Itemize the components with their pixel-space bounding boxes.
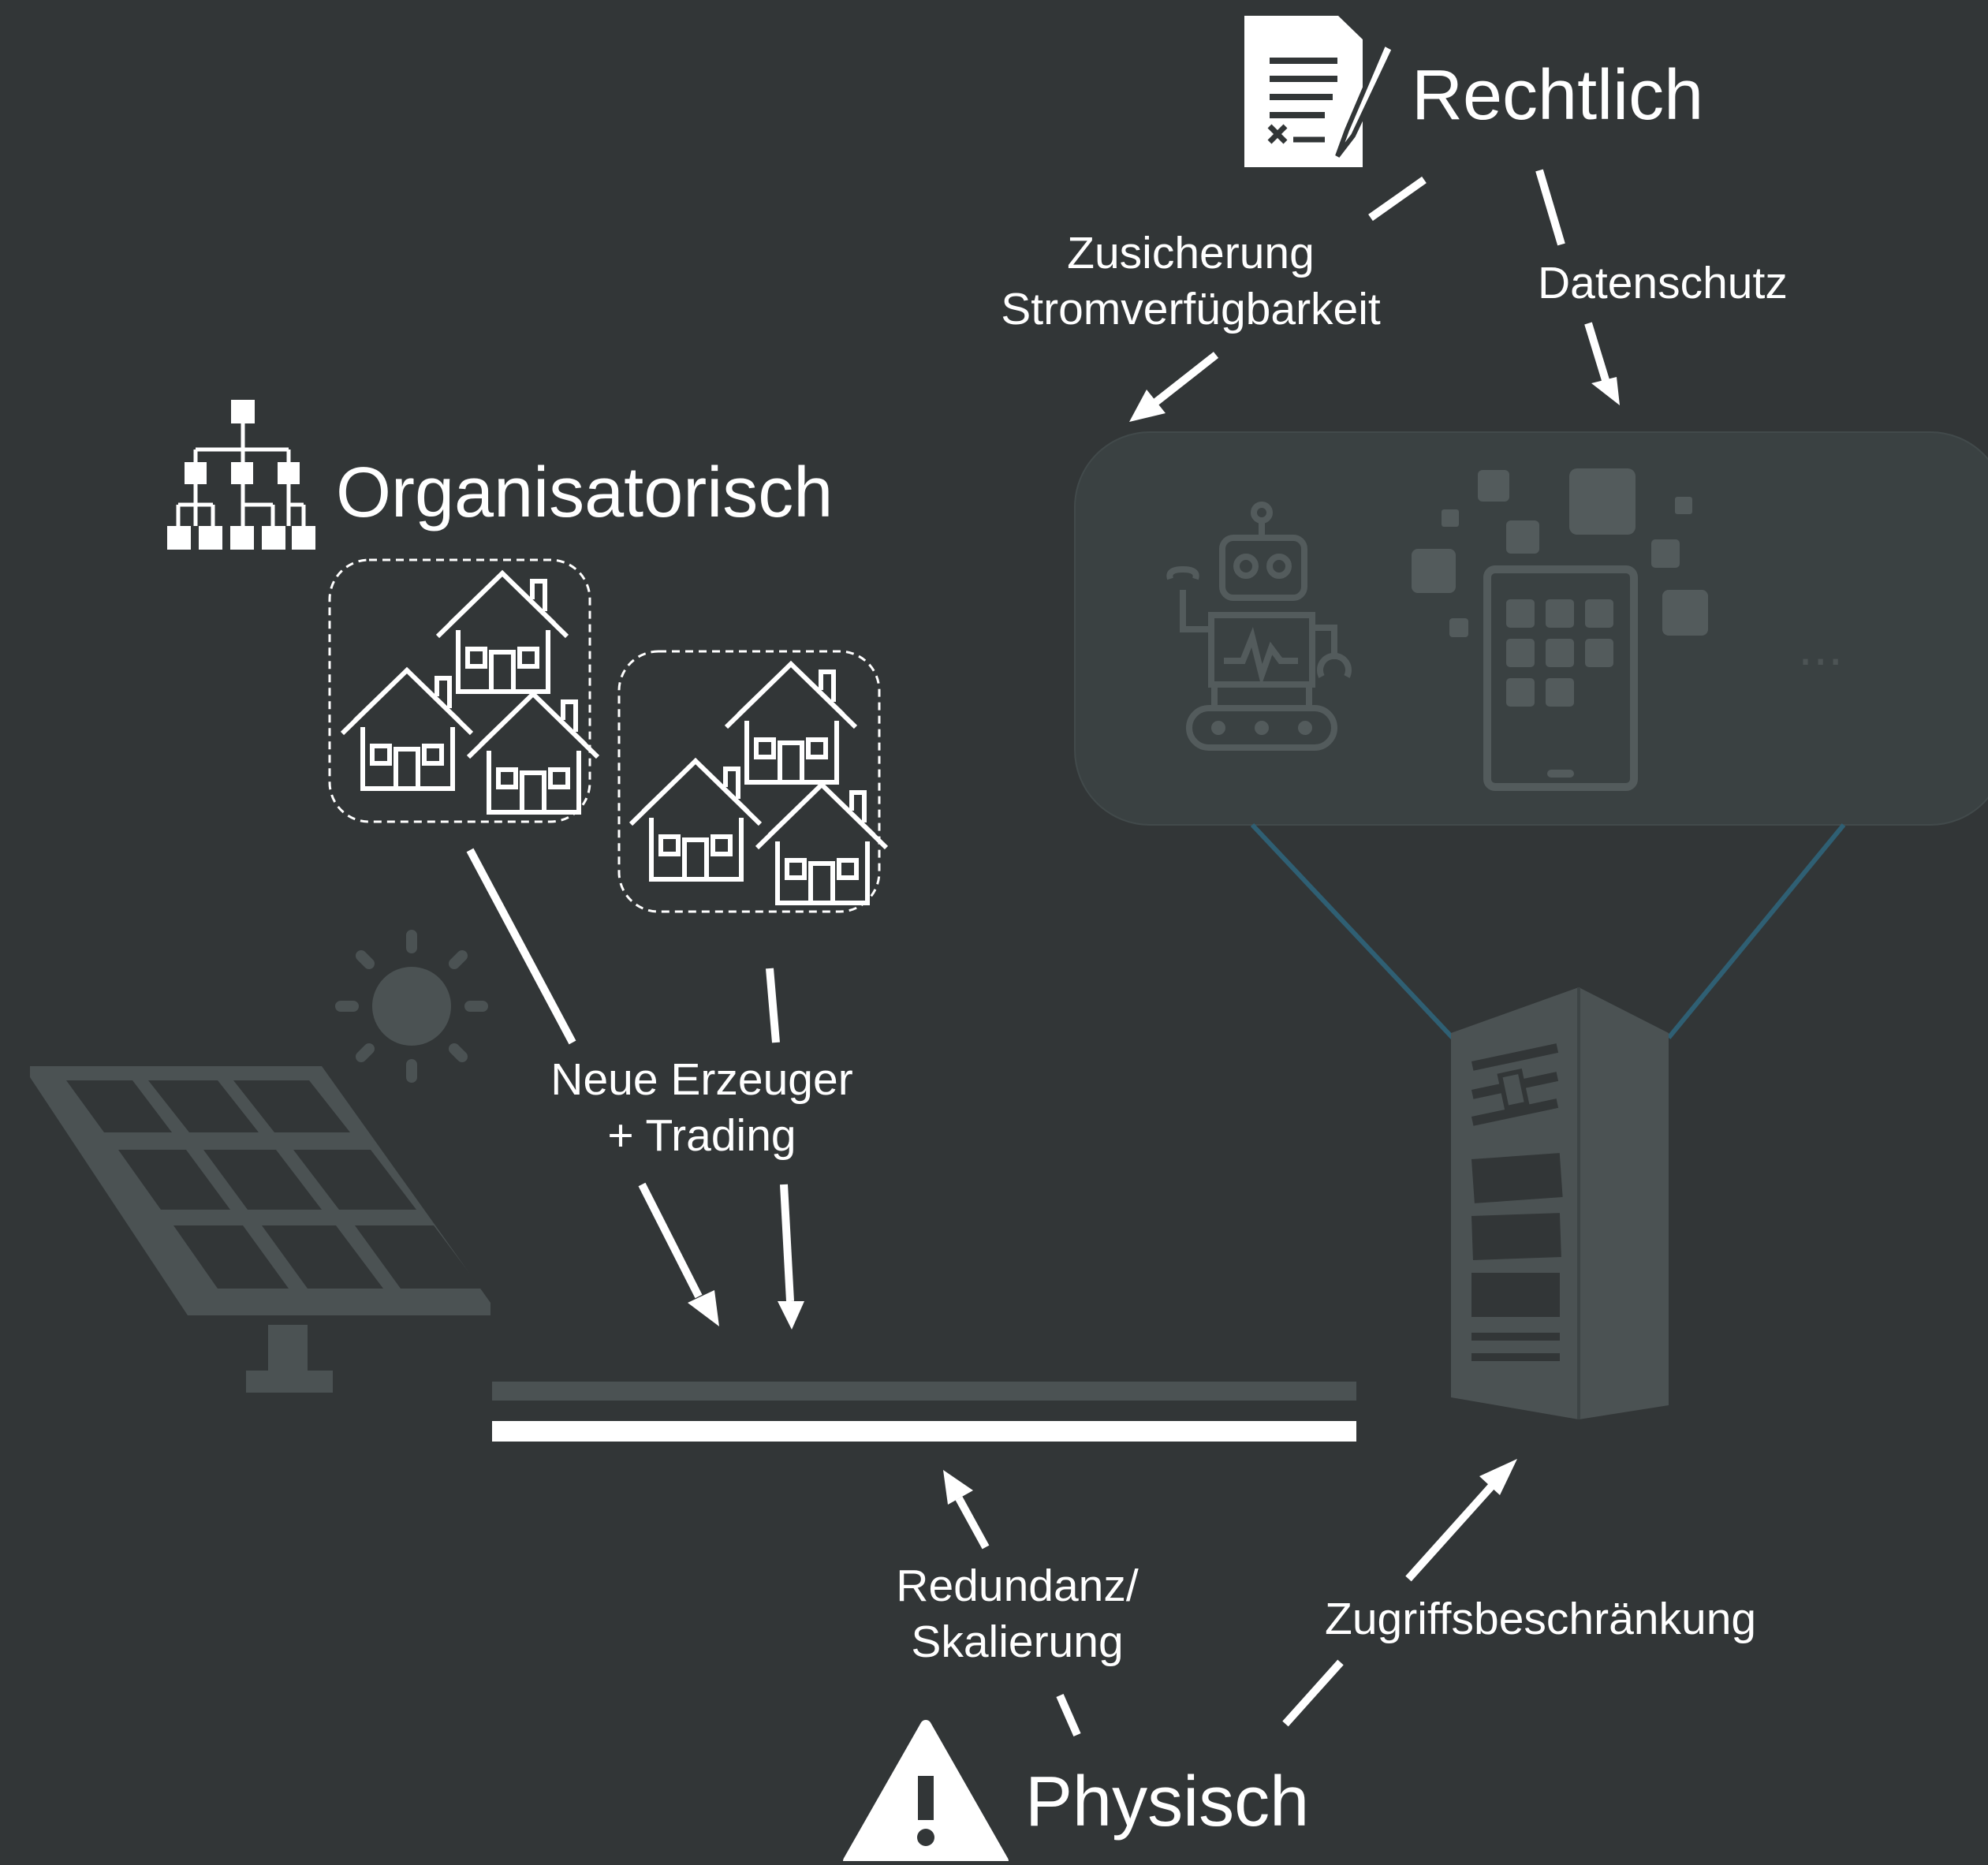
arrowhead	[1129, 390, 1166, 422]
contract-icon	[1244, 16, 1397, 167]
house-group-icon	[617, 650, 886, 913]
category-legal: Rechtlich	[1412, 56, 1704, 135]
devices-ellipsis: ...	[1798, 621, 1844, 677]
power-line-muted	[492, 1382, 1356, 1401]
robot-icon	[1166, 502, 1352, 751]
line-physical-access	[1282, 1659, 1344, 1727]
line-houses1-producers	[466, 848, 576, 1045]
arrow-legal-privacy-line	[1535, 169, 1565, 246]
arrow-assurance-devices-line	[1147, 352, 1219, 410]
network-line	[1250, 822, 1846, 1040]
line-houses2-producers	[766, 968, 780, 1043]
arrows	[466, 169, 1609, 1737]
solar-panel-icon	[30, 1066, 490, 1393]
arrow-access-server-line	[1405, 1483, 1495, 1582]
category-organizational: Organisatorisch	[336, 453, 834, 532]
arrow-producers-bus-line	[638, 1182, 703, 1299]
arrow-legal-assurance-line	[1368, 176, 1427, 222]
relation-producers: Neue Erzeuger + Trading	[550, 1054, 853, 1162]
arrowhead	[943, 1470, 973, 1505]
server-icon	[1451, 987, 1669, 1419]
relation-assurance: Zusicherung Stromverfügbarkeit	[1001, 228, 1381, 335]
category-physical: Physisch	[1025, 1762, 1310, 1841]
arrow-redundancy-bus-line	[955, 1496, 990, 1550]
arrowhead	[1479, 1459, 1517, 1495]
power-line	[492, 1421, 1356, 1442]
arrowheads	[688, 377, 1620, 1505]
tablet-icon	[1412, 468, 1708, 791]
arrowhead	[688, 1290, 719, 1326]
relation-access: Zugriffsbeschränkung	[1325, 1594, 1757, 1644]
arrowhead	[778, 1301, 804, 1330]
house-group-icon	[328, 558, 598, 823]
relation-privacy: Datenschutz	[1538, 258, 1788, 308]
arrow-privacy-devices-line	[1584, 322, 1609, 382]
org-chart-icon	[167, 400, 315, 550]
sun-icon	[335, 930, 488, 1083]
arrowhead	[1591, 377, 1620, 405]
warning-icon	[843, 1720, 1009, 1865]
arrow-trading-bus-line	[780, 1184, 794, 1302]
line-physical-redundancy	[1056, 1693, 1081, 1737]
relation-redundancy: Redundanz/ Skalierung	[896, 1561, 1139, 1668]
